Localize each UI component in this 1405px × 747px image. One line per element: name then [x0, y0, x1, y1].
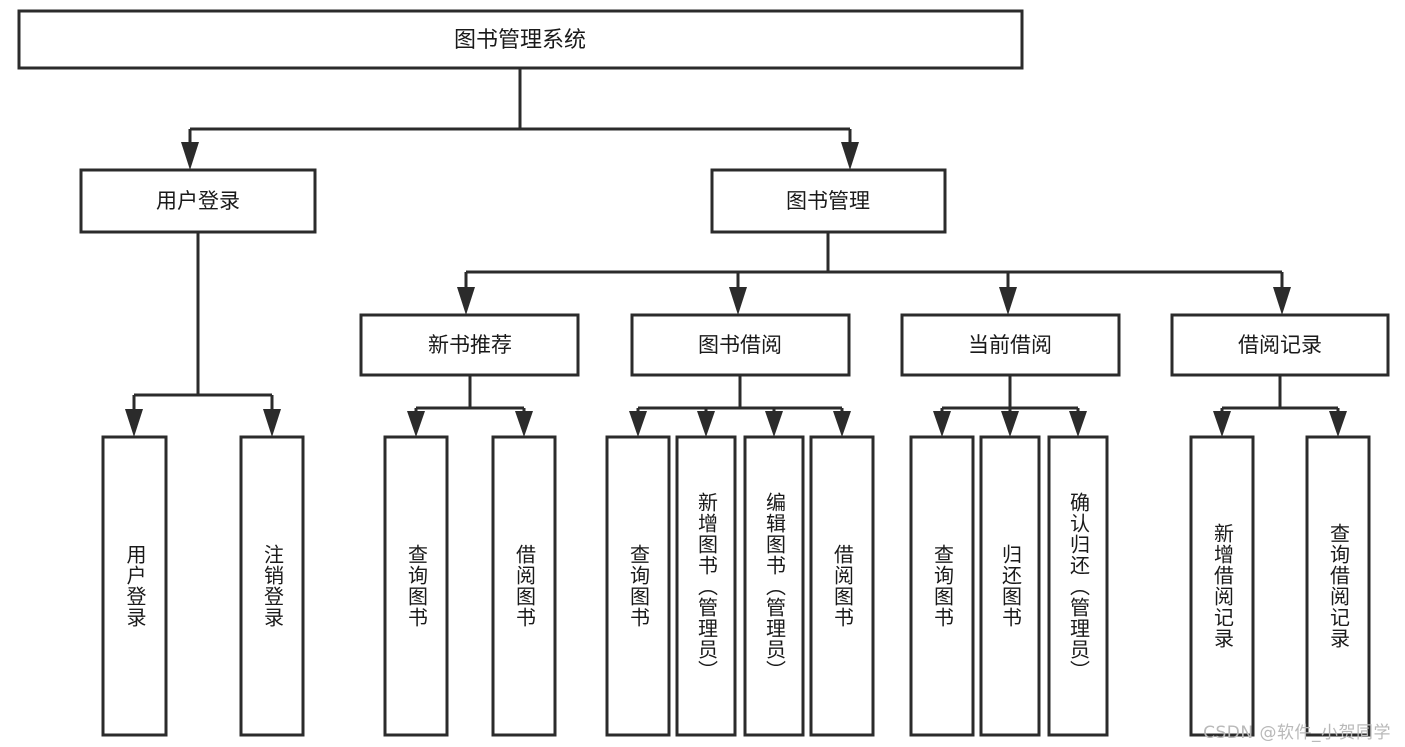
node-leaf-return-book-box[interactable]: [979, 435, 1041, 737]
node-user-login[interactable]: 用户登录: [79, 168, 317, 234]
node-book-borrow-box[interactable]: [630, 313, 851, 377]
node-leaf-borrow-book-1-box[interactable]: [491, 435, 557, 737]
connector-userlogin-to-leaves: [125, 232, 281, 437]
node-leaf-query-book-3-box[interactable]: [909, 435, 975, 737]
arrow-head-icon: [407, 411, 425, 437]
node-borrow-record-label: 借阅记录: [1238, 333, 1322, 357]
node-book-manage[interactable]: 图书管理: [710, 168, 947, 234]
connector-root-to-level2: [181, 68, 859, 170]
node-leaf-logout-login-box[interactable]: [239, 435, 305, 737]
node-root-box[interactable]: [17, 9, 1024, 70]
node-new-book-recommend[interactable]: 新书推荐: [359, 313, 580, 377]
arrow-head-icon: [181, 142, 199, 170]
arrow-head-icon: [1213, 411, 1231, 437]
arrow-head-icon: [697, 411, 715, 437]
arrow-head-icon: [729, 287, 747, 315]
node-leaf-user-login-box[interactable]: [101, 435, 168, 737]
node-new-book-recommend-box[interactable]: [359, 313, 580, 377]
node-leaf-query-record-box[interactable]: [1305, 435, 1371, 737]
node-borrow-record[interactable]: 借阅记录: [1170, 313, 1390, 377]
node-user-login-label: 用户登录: [156, 189, 240, 213]
node-current-borrow-box[interactable]: [900, 313, 1121, 377]
node-leaf-add-record-box[interactable]: [1189, 435, 1255, 737]
node-borrow-record-box[interactable]: [1170, 313, 1390, 377]
arrow-head-icon: [1001, 411, 1019, 437]
arrow-head-icon: [263, 409, 281, 437]
node-book-borrow[interactable]: 图书借阅: [630, 313, 851, 377]
connector-borrowrecord-to-leaves: [1213, 375, 1347, 437]
node-root-label: 图书管理系统: [454, 28, 586, 53]
node-leaf-query-book-2-box[interactable]: [605, 435, 671, 737]
arrow-head-icon: [841, 142, 859, 170]
arrow-head-icon: [1273, 287, 1291, 315]
node-book-borrow-label: 图书借阅: [698, 333, 782, 357]
connector-bookborrow-to-leaves: [629, 375, 851, 437]
node-root[interactable]: 图书管理系统: [17, 9, 1024, 70]
node-book-manage-label: 图书管理: [786, 189, 870, 213]
arrow-head-icon: [629, 411, 647, 437]
arrow-head-icon: [457, 287, 475, 315]
arrow-head-icon: [933, 411, 951, 437]
csdn-watermark: CSDN @软件_小贺同学: [1203, 723, 1391, 743]
connector-bookmanage-to-level3: [457, 232, 1291, 315]
arrow-head-icon: [515, 411, 533, 437]
node-leaf-confirm-return-box[interactable]: [1047, 435, 1109, 737]
node-leaf-query-book-1-box[interactable]: [383, 435, 449, 737]
node-new-book-recommend-label: 新书推荐: [428, 333, 512, 357]
arrow-head-icon: [1069, 411, 1087, 437]
connector-newbook-to-leaves: [407, 375, 533, 437]
arrow-head-icon: [1329, 411, 1347, 437]
node-leaf-add-book-box[interactable]: [675, 435, 737, 737]
node-leaf-edit-book-box[interactable]: [743, 435, 805, 737]
arrow-head-icon: [999, 287, 1017, 315]
arrow-head-icon: [833, 411, 851, 437]
node-current-borrow-label: 当前借阅: [968, 333, 1052, 357]
node-book-manage-box[interactable]: [710, 168, 947, 234]
connector-currentborrow-to-leaves: [933, 375, 1087, 437]
node-user-login-box[interactable]: [79, 168, 317, 234]
arrow-head-icon: [125, 409, 143, 437]
node-current-borrow[interactable]: 当前借阅: [900, 313, 1121, 377]
arrow-head-icon: [765, 411, 783, 437]
node-leaf-borrow-book-2-box[interactable]: [809, 435, 875, 737]
